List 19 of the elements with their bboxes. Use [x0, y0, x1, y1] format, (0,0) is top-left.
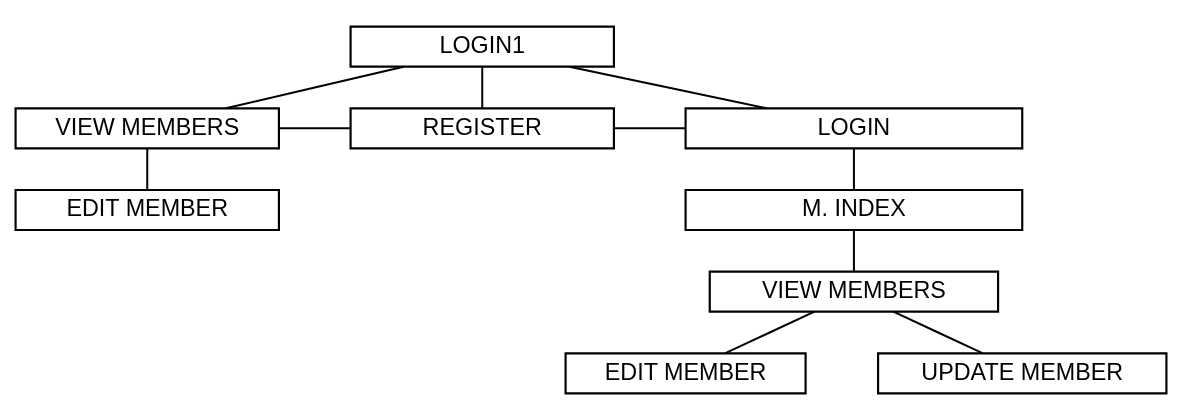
connector [146, 147, 149, 191]
node-box: REGISTER [349, 106, 615, 149]
node-box: LOGIN1 [349, 25, 615, 68]
connector [724, 310, 816, 354]
node-box: EDIT MEMBER [14, 188, 280, 231]
connector [852, 229, 855, 272]
connector [568, 65, 768, 109]
connector [224, 65, 405, 109]
connector [613, 126, 687, 129]
connector [852, 147, 855, 191]
connector [278, 126, 351, 129]
node-box: VIEW MEMBERS [708, 270, 1000, 313]
node-box: EDIT MEMBER [564, 351, 807, 394]
connector [892, 310, 984, 354]
node-box: LOGIN [684, 106, 1024, 149]
connector [481, 65, 484, 109]
node-box: UPDATE MEMBER [877, 351, 1168, 394]
node-box: VIEW MEMBERS [14, 106, 280, 149]
node-box: M. INDEX [684, 188, 1024, 231]
